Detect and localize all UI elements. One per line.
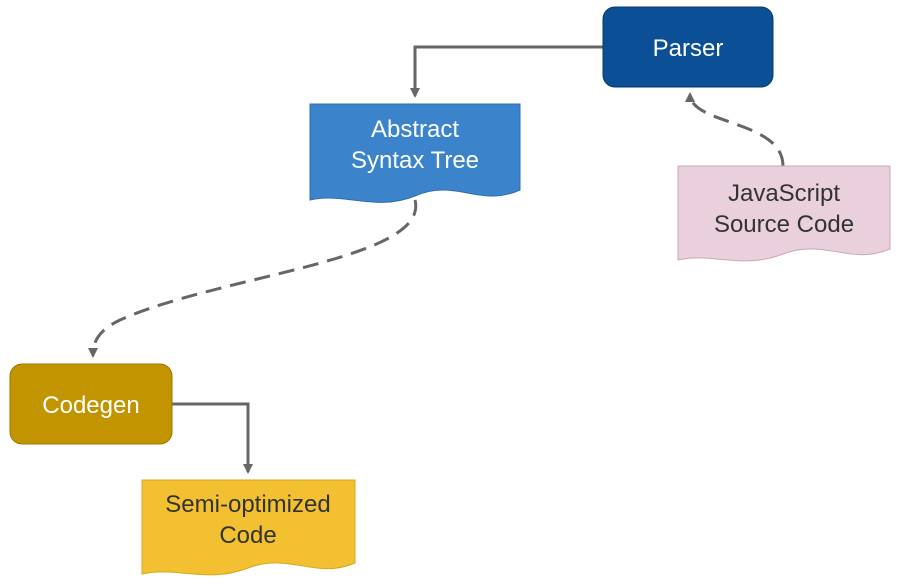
edges xyxy=(88,45,785,474)
semi-optimized-label-line-1: Semi-optimized xyxy=(165,491,330,518)
codegen-label: Codegen xyxy=(42,392,139,419)
ast-node: Abstract Syntax Tree xyxy=(309,103,521,203)
js-source-document-shape xyxy=(677,165,891,262)
semi-optimized-node: Semi-optimized Code xyxy=(141,479,356,576)
js-source-node: JavaScript Source Code xyxy=(677,165,891,262)
semi-optimized-label-line-2: Code xyxy=(219,522,276,549)
js-source-label-line-2: Source Code xyxy=(714,211,854,238)
ast-label-line-1: Abstract xyxy=(371,116,459,143)
codegen-node: Codegen xyxy=(9,363,173,445)
edge-ast-to-codegen xyxy=(88,199,418,358)
codegen-box xyxy=(9,363,173,445)
ast-document-shape xyxy=(309,103,521,203)
js-source-label-line-1: JavaScript xyxy=(728,180,840,207)
edge-js-source-to-parser xyxy=(685,92,785,167)
ast-label-line-2: Syntax Tree xyxy=(351,147,479,174)
parser-node: Parser xyxy=(602,6,774,88)
parser-label: Parser xyxy=(653,35,724,62)
edge-parser-to-ast xyxy=(410,45,603,98)
edge-codegen-to-semi-optimized xyxy=(172,402,253,474)
parser-box xyxy=(602,6,774,88)
semi-optimized-document-shape xyxy=(141,479,356,576)
